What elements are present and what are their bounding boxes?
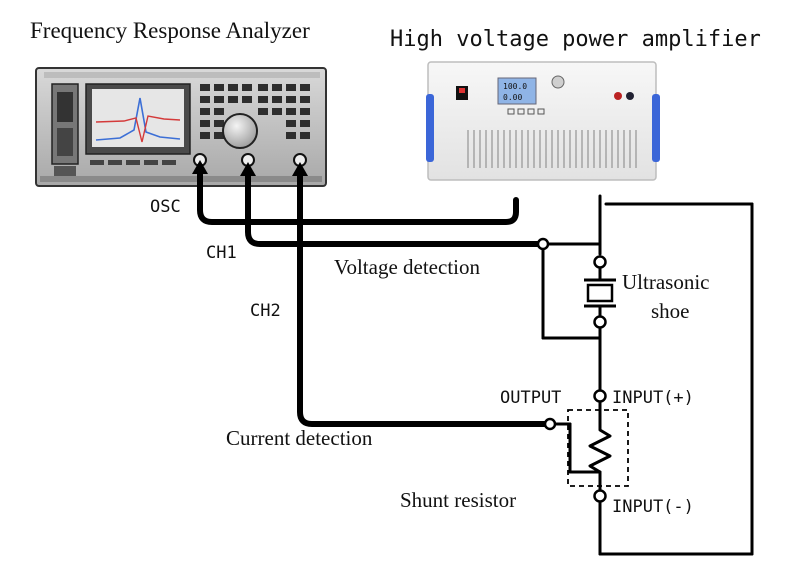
ch1-cable [245,169,543,247]
circuit-wiring [541,194,754,556]
transducer-terminal-top [593,255,607,269]
transducer-terminal-bottom [593,315,607,329]
high-voltage-power-amplifier: 100.0 0.00 [426,61,660,181]
input-plus-label: INPUT(+) [612,388,694,408]
amplifier-buttons [507,108,545,115]
resistor-icon [588,420,612,480]
amplifier-display-line1: 100.0 [503,82,527,91]
soft-keys [90,160,176,165]
voltage-probe-terminal [536,237,550,251]
shunt-resistor-box [567,409,629,487]
output-label: OUTPUT [500,388,561,408]
ultrasonic-shoe-symbol [584,278,616,308]
rotary-knob-icon [222,113,258,149]
output-terminal [543,417,557,431]
ch2-arrow-icon [292,162,308,176]
fra-title: Frequency Response Analyzer [30,18,310,43]
osc-cable [197,163,519,225]
ventilation-grille [467,130,637,168]
amplifier-title: High voltage power amplifier [390,27,761,52]
ultrasonic-shoe-label-line1: Ultrasonic [622,270,709,294]
osc-label: OSC [150,197,181,217]
amplifier-knob-icon [551,75,565,89]
frequency-response-analyzer [35,67,327,187]
voltage-detection-label: Voltage detection [334,255,480,279]
current-detection-label: Current detection [226,426,373,450]
power-switch-icon [456,86,468,100]
screen-icon [85,83,191,155]
disk-drive-panel [51,83,79,176]
ch1-arrow-icon [240,162,256,176]
input-minus-terminal [593,489,607,503]
ch1-label: CH1 [206,243,237,263]
left-handle [426,94,434,162]
ch2-cable [297,169,549,427]
input-minus-label: INPUT(-) [612,497,694,517]
osc-arrow-icon [192,160,208,174]
right-handle [652,94,660,162]
shunt-resistor-label: Shunt resistor [400,488,516,512]
amplifier-display [497,77,537,105]
input-plus-terminal [593,389,607,403]
amplifier-display-line2: 0.00 [503,93,522,102]
ch2-label: CH2 [250,301,281,321]
keypad [200,84,310,139]
output-terminals [614,92,634,100]
ultrasonic-shoe-label-line2: shoe [651,299,690,323]
